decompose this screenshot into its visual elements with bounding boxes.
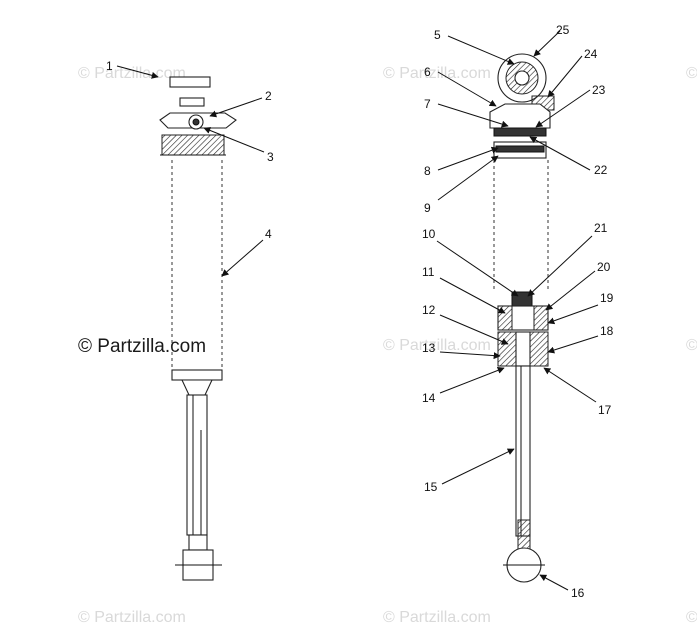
cap-ring-part: [179, 97, 205, 107]
callout-21: 21: [594, 221, 608, 235]
callout-19: 19: [600, 291, 614, 305]
watermark-faint: © Partzilla.com: [78, 609, 186, 626]
eye-bolt-part: [192, 118, 200, 126]
watermark-faint: © Partzilla.com: [78, 65, 186, 82]
rod-thread-part: [517, 519, 531, 551]
watermark-faint-group: © Partzilla.com © Partzilla.com © Partzi…: [78, 65, 697, 626]
watermark-faint: © Partzilla.com: [686, 337, 697, 354]
callout-1: 1: [106, 59, 113, 73]
callout-20: 20: [597, 260, 611, 274]
callout-2: 2: [265, 89, 272, 103]
callout-13: 13: [422, 341, 436, 355]
callout-14: 14: [422, 391, 436, 405]
callout-15: 15: [424, 480, 438, 494]
callout-5: 5: [434, 28, 441, 42]
body-taper-part: [181, 379, 213, 396]
piston-rod-part: [515, 365, 531, 537]
callout-10: 10: [422, 227, 436, 241]
watermark-faint: © Partzilla.com: [383, 65, 491, 82]
callout-12: 12: [422, 303, 436, 317]
watermark-faint: © Partzilla.com: [686, 65, 697, 82]
callout-25: 25: [556, 23, 570, 37]
callout-24: 24: [584, 47, 598, 61]
callout-18: 18: [600, 324, 614, 338]
top-cap-part: [169, 76, 211, 88]
callout-7: 7: [424, 97, 431, 111]
callout-22: 22: [594, 163, 608, 177]
piston-ring-part: [495, 145, 545, 153]
cylinder-cap-part: [489, 103, 551, 129]
callout-11: 11: [422, 265, 435, 279]
callout-8: 8: [424, 164, 431, 178]
callout-3: 3: [267, 150, 274, 164]
left-leaders: [116, 65, 265, 277]
watermark-faint: © Partzilla.com: [383, 609, 491, 626]
rod-end-part: [188, 534, 208, 551]
callout-4: 4: [265, 227, 272, 241]
watermark-faint: © Partzilla.com: [383, 337, 491, 354]
watermark-main: © Partzilla.com: [78, 336, 206, 357]
callout-17: 17: [598, 403, 612, 417]
callout-23: 23: [592, 83, 606, 97]
reservoir-base-part: [161, 134, 225, 156]
piston-rod-part: [186, 394, 208, 536]
cap-seal-part: [493, 127, 547, 137]
top-eye-sleeve-part: [514, 70, 530, 86]
body-collar-part: [171, 369, 223, 381]
watermark-faint: © Partzilla.com: [686, 609, 697, 626]
callout-6: 6: [424, 65, 431, 79]
callout-16: 16: [571, 586, 585, 600]
right-shock-assembly: [489, 53, 555, 583]
callout-labels: 1 2 3 4 5 6 7 8 9 10 11 12 13 14 15 16 1…: [106, 23, 614, 600]
left-shock-assembly: [159, 76, 237, 581]
callout-9: 9: [424, 201, 431, 215]
right-leaders: [436, 30, 599, 591]
